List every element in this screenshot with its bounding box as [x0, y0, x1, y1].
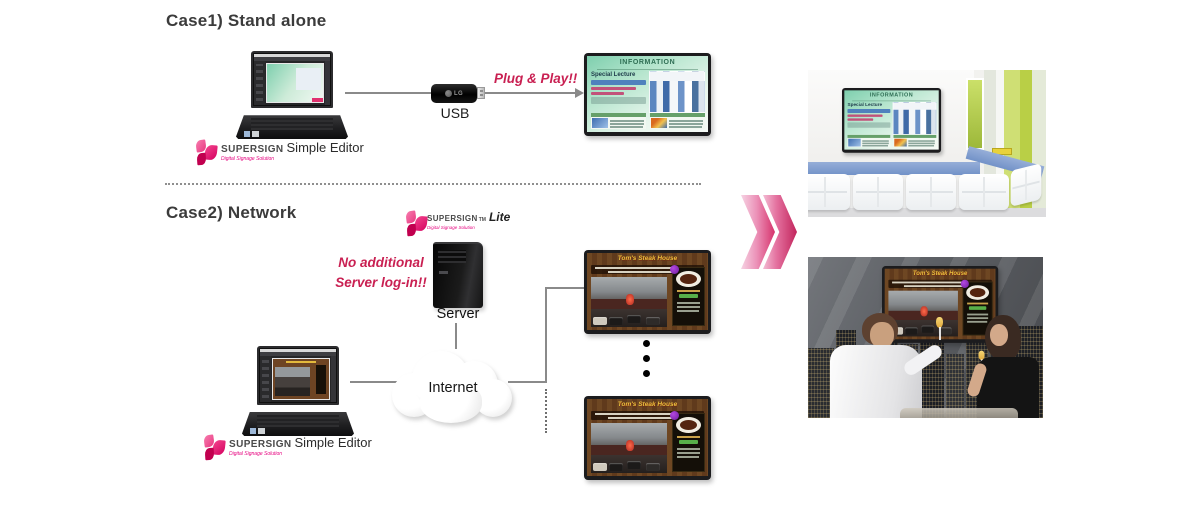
- laptop-keyboard: [242, 411, 354, 436]
- waiting-chair: [1010, 163, 1042, 207]
- brand-text: SuperSign: [221, 139, 284, 155]
- more-displays-dotted-line: [545, 389, 547, 433]
- lg-logo-text: LG: [454, 90, 463, 97]
- junction-to-display-line: [545, 287, 584, 289]
- editor-ui-thumbnail: [253, 54, 331, 106]
- brand-tagline: Digital Signage Solution: [229, 451, 283, 457]
- usb-dongle: LG: [431, 84, 477, 103]
- brand-text: SuperSign: [229, 434, 292, 450]
- trademark-symbol: TM: [478, 217, 486, 223]
- lg-logo-icon: [445, 90, 453, 97]
- junction-vertical-line: [545, 287, 547, 383]
- usb-label: USB: [440, 105, 470, 121]
- case1-title: Case1) Stand alone: [166, 11, 327, 30]
- laptop-case1: [236, 51, 348, 139]
- parking-lot-photo: [591, 277, 667, 327]
- laptop-case2: [242, 346, 354, 436]
- steakhouse-title: Tom's Steak House: [617, 401, 678, 408]
- steakhouse-title: Tom's Steak House: [617, 255, 678, 262]
- parking-lot-photo: [591, 423, 667, 473]
- supersign-simple-editor-logo: SuperSign Simple Editor Digital Signage …: [195, 139, 364, 169]
- section-divider: [165, 183, 701, 185]
- menu-card: [670, 411, 705, 472]
- special-lecture-title: Special Lecture: [591, 72, 636, 78]
- no-additional-login-note: No additional Server log-in!!: [310, 253, 452, 294]
- promo-badge-icon: [670, 265, 679, 274]
- laptop-screen: [250, 51, 334, 109]
- menu-card: [670, 265, 705, 326]
- waiting-chair: [808, 174, 850, 210]
- waiting-chair: [959, 174, 1009, 210]
- usb-connector: [477, 87, 485, 99]
- info-card: [591, 113, 646, 129]
- internet-label: Internet: [428, 380, 478, 396]
- usb-to-display-line: [485, 92, 577, 94]
- restaurant-installation-photo: Tom's Steak House: [808, 257, 1043, 418]
- woman-figure: [966, 315, 1043, 418]
- supersign-simple-editor-logo: SuperSign Simple Editor Digital Signage …: [203, 434, 372, 464]
- promo-badge-icon: [670, 411, 679, 420]
- wall-mounted-information-display: INFORMATION Special Lecture: [842, 88, 942, 153]
- product-name: Simple Editor: [294, 435, 372, 450]
- note-line-2: Server log-in!!: [335, 275, 427, 291]
- product-name: Lite: [488, 210, 511, 224]
- display-information: INFORMATION Special Lecture: [584, 53, 711, 136]
- waiting-chair: [853, 174, 903, 210]
- champagne-glass-icon: [936, 317, 943, 341]
- brand-text: SuperSign: [427, 210, 478, 224]
- server-label: Server: [436, 306, 480, 322]
- medical-staff-photo: [649, 71, 705, 113]
- brand-tagline: Digital Signage Solution: [427, 225, 475, 230]
- internet-cloud: Internet: [392, 347, 514, 425]
- supersign-logo-icon: [195, 139, 218, 169]
- vertical-ellipsis-icon: [640, 340, 652, 385]
- product-name: Simple Editor: [286, 140, 364, 155]
- note-line-1: No additional: [338, 255, 424, 270]
- laptop-to-cloud-line: [350, 381, 406, 383]
- special-lecture-panel: Special Lecture: [591, 72, 646, 111]
- waiting-chair: [906, 174, 956, 210]
- supersign-logo-icon: [203, 434, 226, 464]
- server-to-cloud-line: [455, 323, 457, 349]
- info-card: [650, 113, 705, 129]
- editor-ui-thumbnail: [259, 349, 337, 402]
- laptop-screen: [256, 346, 340, 405]
- information-title: INFORMATION: [619, 59, 676, 66]
- case2-title: Case2) Network: [166, 203, 297, 222]
- supersign-lite-logo: SuperSign TM Lite Digital Signage Soluti…: [405, 210, 511, 237]
- hospital-installation-photo: INFORMATION Special Lecture: [808, 70, 1046, 217]
- man-figure: [824, 313, 945, 418]
- plug-and-play-label: Plug & Play!!: [494, 71, 578, 86]
- display-steakhouse-2: Tom's Steak House: [584, 396, 711, 480]
- supersign-logo-icon: [405, 210, 428, 237]
- laptop-keyboard: [236, 115, 348, 139]
- display-steakhouse-1: Tom's Steak House: [584, 250, 711, 334]
- server-tower: [433, 242, 483, 308]
- cloud-to-junction-line: [508, 381, 547, 383]
- laptop-to-usb-line: [345, 92, 433, 94]
- dining-table: [900, 408, 1018, 418]
- arrowhead-icon: [575, 88, 584, 98]
- brand-tagline: Digital Signage Solution: [221, 156, 275, 162]
